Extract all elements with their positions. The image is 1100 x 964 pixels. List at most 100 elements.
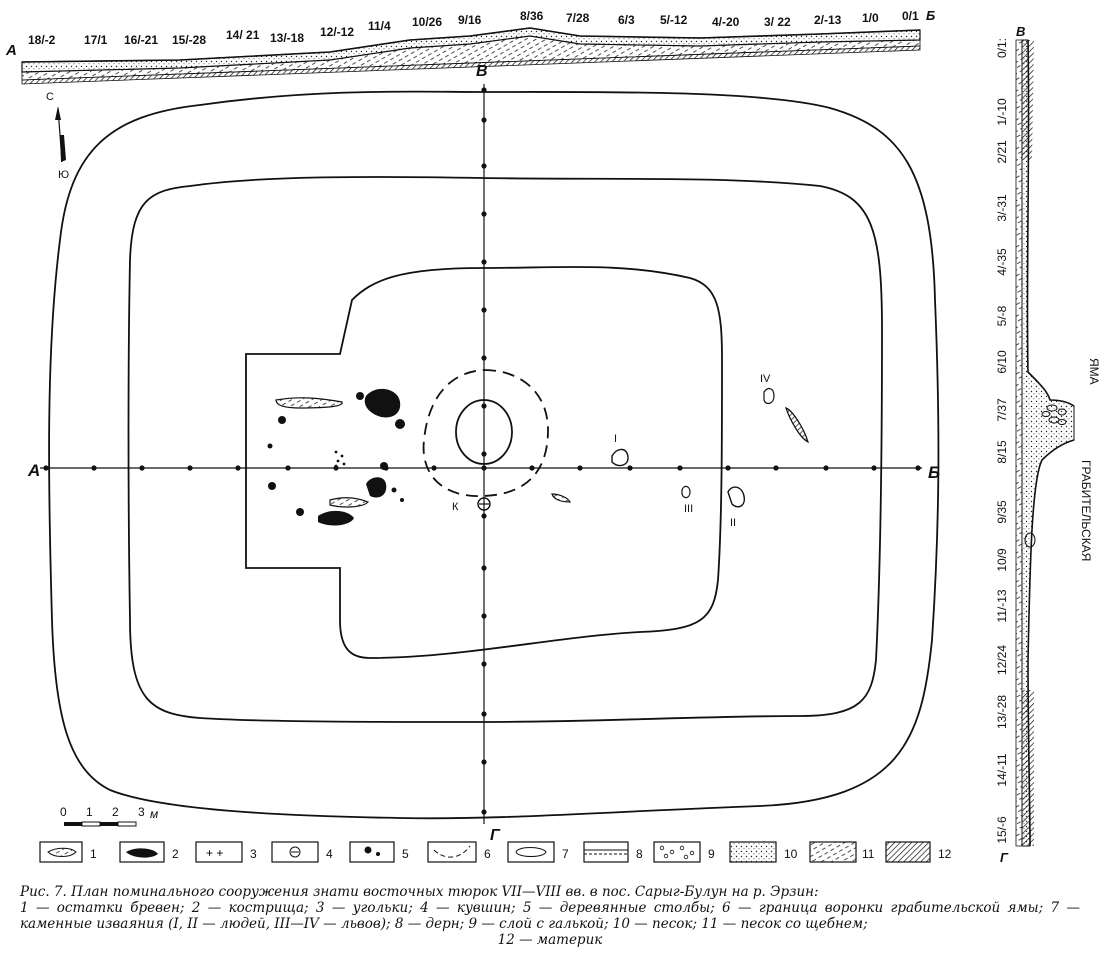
axes: А Б В Г <box>27 63 940 844</box>
axis-marker <box>333 465 339 471</box>
axis-label-a: А <box>27 461 40 480</box>
axis-marker <box>481 87 487 93</box>
outer-contour <box>48 90 940 820</box>
top-profile-label: 10/26 <box>412 15 442 29</box>
wooden-post-icons <box>267 392 405 516</box>
axis-label-v: В <box>476 63 488 80</box>
right-profile-label: 11/-13 <box>995 589 1009 622</box>
right-profile-label: 0/1: <box>995 38 1009 58</box>
right-profile-label: 8/15 <box>995 440 1009 464</box>
figure-caption: Рис. 7. План поминального сооружения зна… <box>20 884 1080 948</box>
axis-marker <box>577 465 583 471</box>
log-remains-icon <box>551 493 571 503</box>
axis-marker <box>773 465 779 471</box>
right-profile-label: 13/-28 <box>995 695 1009 729</box>
legend-item-5: 5 <box>349 841 409 863</box>
axis-label-g: Г <box>490 827 501 844</box>
scale-bar: 0 1 2 3 м <box>60 805 158 827</box>
legend-item-10: 10 <box>729 841 798 863</box>
scale-tick: 3 <box>138 805 145 819</box>
axis-label-b: Б <box>928 463 940 482</box>
right-profile-label: 4/-35 <box>995 248 1009 276</box>
axis-marker <box>481 355 487 361</box>
legend-item-8: 8 <box>583 841 643 863</box>
axis-marker <box>481 613 487 619</box>
north-arrow: С Ю <box>46 91 69 181</box>
legend-item-2: 2 <box>119 841 179 863</box>
top-profile-label: 8/36 <box>520 9 544 23</box>
hearth-icon <box>318 510 354 526</box>
right-profile-label: 1/-10 <box>995 98 1009 126</box>
svg-text:5: 5 <box>402 847 409 861</box>
top-profile-label: 15/-28 <box>172 33 206 47</box>
top-profile-label: 1/0 <box>862 11 879 25</box>
hearth-icon <box>364 388 401 418</box>
legend: 1 2 + + 3 4 5 6 <box>39 841 952 863</box>
profile-label-g: Г <box>1000 850 1009 865</box>
right-profile-label: 5/-8 <box>995 305 1009 326</box>
jug-label: К <box>452 501 459 513</box>
caption-title: Рис. 7. План поминального сооружения зна… <box>20 884 819 900</box>
inner-contour <box>245 266 723 659</box>
axis-marker <box>481 711 487 717</box>
statue-1-label: I <box>614 433 617 445</box>
caption-last: 12 — материк <box>497 932 603 948</box>
legend-item-6: 6 <box>427 841 491 863</box>
axis-marker <box>529 465 535 471</box>
svg-text:4: 4 <box>326 847 333 861</box>
middle-contour <box>127 176 883 723</box>
axis-marker <box>481 759 487 765</box>
top-profile-label: 12/-12 <box>320 25 354 39</box>
axis-marker <box>481 403 487 409</box>
legend-item-11: 11 <box>809 841 875 863</box>
svg-text:7: 7 <box>562 847 569 861</box>
axis-marker <box>481 451 487 457</box>
statue-4-label: IV <box>760 373 771 385</box>
right-profile-label: 2/21 <box>995 140 1009 164</box>
statue-2-label: II <box>730 517 736 529</box>
log-remains-icon <box>275 397 343 409</box>
svg-text:8: 8 <box>636 847 643 861</box>
stone-statue-icon <box>681 485 691 499</box>
scale-tick: 0 <box>60 805 67 819</box>
right-profile-label: 6/10 <box>995 350 1009 374</box>
axis-marker <box>481 259 487 265</box>
axis-marker <box>91 465 97 471</box>
top-profile-label: 17/1 <box>84 33 108 47</box>
top-profile-label: 14/ 21 <box>226 28 260 42</box>
jug-icon: К <box>452 497 491 513</box>
axis-marker <box>481 809 487 815</box>
top-profile-label: 2/-13 <box>814 13 842 27</box>
right-profile-label: 15/-6 <box>995 816 1009 844</box>
axis-marker <box>481 465 487 471</box>
right-profile-label: 9/35 <box>995 500 1009 524</box>
axis-marker <box>481 565 487 571</box>
svg-text:3: 3 <box>250 847 257 861</box>
axis-marker <box>235 465 241 471</box>
log-remains-icon <box>785 407 809 444</box>
axis-marker <box>725 465 731 471</box>
looting-crater-border <box>422 369 549 497</box>
svg-text:9: 9 <box>708 847 715 861</box>
axis-marker <box>285 465 291 471</box>
axis-marker <box>481 513 487 519</box>
axis-marker <box>481 163 487 169</box>
top-profile-label: 5/-12 <box>660 13 688 27</box>
axis-marker <box>431 465 437 471</box>
stone-statue-icon <box>763 387 775 405</box>
axis-marker <box>139 465 145 471</box>
contour-lines <box>48 90 940 820</box>
svg-text:6: 6 <box>484 847 491 861</box>
svg-text:1: 1 <box>90 847 97 861</box>
scale-tick: 2 <box>112 805 119 819</box>
right-profile-label: 7/37 <box>995 398 1009 422</box>
svg-text:10: 10 <box>784 847 798 861</box>
stone-statue-icon <box>611 448 629 467</box>
south-label: Ю <box>58 169 69 181</box>
axis-marker <box>915 465 921 471</box>
right-profile-labels: 0/1:1/-102/213/-314/-355/-86/107/378/159… <box>995 38 1009 844</box>
top-profile-label: 3/ 22 <box>764 15 791 29</box>
right-profile-label: 14/-11 <box>995 753 1009 786</box>
